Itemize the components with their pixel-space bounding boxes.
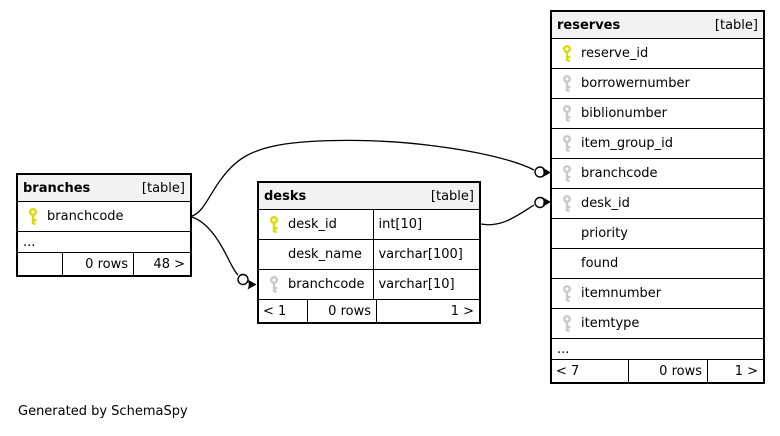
column-type: varchar[100] [373,240,479,269]
column-row-itemnumber: itemnumber [552,279,763,309]
table-header: branches [table] [18,175,190,202]
foreign-key-icon [562,165,572,182]
column-name: branchcode [581,166,658,181]
column-row-priority: priority [552,219,763,249]
column-name: item_group_id [581,136,673,151]
column-name: biblionumber [581,106,668,121]
primary-key-icon [28,208,38,225]
column-row-item-group-id: item_group_id [552,129,763,159]
table-footer: < 7 0 rows 1 > [552,360,763,382]
table-title[interactable]: branches [23,180,91,196]
column-row-branchcode: branchcode varchar[10] [259,270,479,300]
table-header: reserves [table] [552,12,763,39]
table-reserves[interactable]: reserves [table] reserve_id borrowernumb… [550,10,765,384]
foreign-key-icon [562,75,572,92]
parent-count [18,253,62,275]
column-type: varchar[10] [373,270,479,299]
child-count: 1 > [376,300,479,322]
child-count: 1 > [707,360,763,382]
column-row-itemtype: itemtype [552,309,763,339]
foreign-key-icon [562,315,572,332]
column-row-biblionumber: biblionumber [552,99,763,129]
relationship-line-branches-reserves [191,139,535,217]
arrowhead-icon [542,197,551,207]
column-row-desk-id: desk_id int[10] [259,210,479,240]
table-branches[interactable]: branches [table] branchcode ... 0 rows 4… [16,173,192,277]
primary-key-icon [562,45,572,62]
column-name: desk_id [581,196,630,211]
column-row-branchcode: branchcode [552,159,763,189]
column-name: borrowernumber [581,76,690,91]
column-name: desk_name [288,247,362,262]
more-columns-ellipsis: ... [18,232,190,253]
column-row-desk-id: desk_id [552,189,763,219]
column-name: branchcode [288,277,365,292]
row-count: 0 rows [62,253,133,275]
relationship-line-desks-reserves [480,204,535,226]
arrowhead-icon [542,167,551,178]
parent-count: < 1 [263,303,287,319]
foreign-key-icon [562,135,572,152]
table-footer: 0 rows 48 > [18,253,190,275]
foreign-key-icon [562,285,572,302]
zero-cardinality-connector [237,273,249,286]
column-name: priority [581,226,628,241]
foreign-key-icon [562,195,572,212]
column-name: reserve_id [581,46,649,61]
row-count: 0 rows [307,300,376,322]
column-name: desk_id [288,217,337,232]
more-columns-ellipsis: ... [552,339,763,360]
column-type: int[10] [373,210,479,239]
relationship-line-branches-desks [191,216,239,276]
parent-count: < 7 [556,363,580,379]
table-type-label: [table] [714,17,758,33]
column-row-desk-name: desk_name varchar[100] [259,240,479,270]
column-row-reserve-id: reserve_id [552,39,763,69]
table-footer: < 1 0 rows 1 > [259,300,479,322]
column-row-branchcode: branchcode [18,202,190,232]
column-row-borrowernumber: borrowernumber [552,69,763,99]
table-title[interactable]: desks [264,188,307,204]
table-type-label: [table] [141,180,185,196]
table-title[interactable]: reserves [557,17,621,33]
primary-key-icon [269,216,279,233]
table-type-label: [table] [430,188,474,204]
child-count: 48 > [133,253,190,275]
row-count: 0 rows [628,360,707,382]
foreign-key-icon [269,276,279,293]
column-name: itemtype [581,316,640,331]
column-name: itemnumber [581,286,662,301]
column-name: found [581,256,619,271]
foreign-key-icon [562,105,572,122]
table-desks[interactable]: desks [table] desk_id int[10] desk_name … [257,181,481,324]
column-row-found: found [552,249,763,279]
generated-by-credit: Generated by SchemaSpy [18,404,188,419]
column-name: branchcode [47,209,124,224]
table-header: desks [table] [259,183,479,210]
arrowhead-icon [247,279,257,290]
